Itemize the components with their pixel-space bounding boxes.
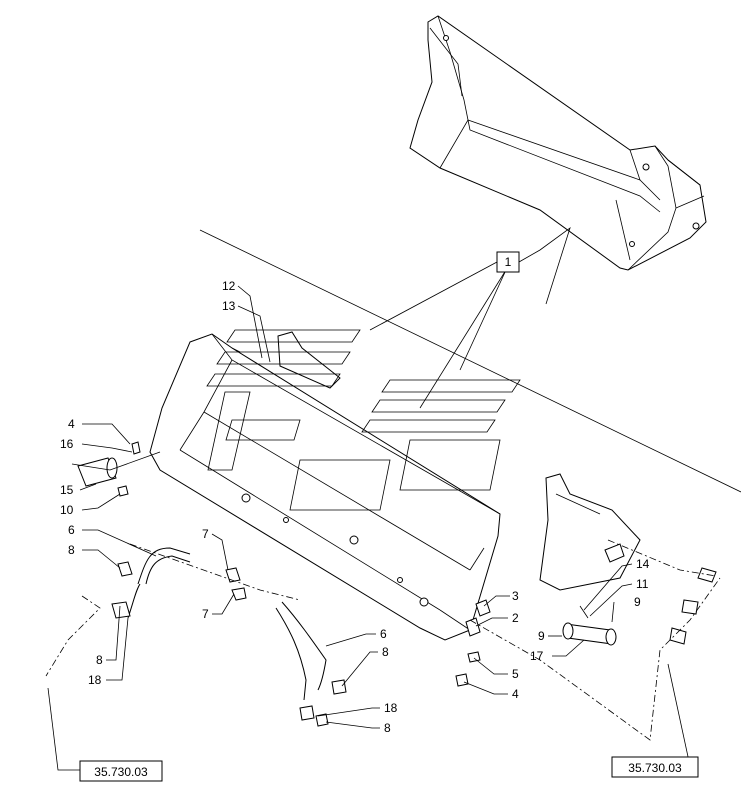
callout-9-right: 9 <box>634 595 641 609</box>
callout-8-bottom: 8 <box>384 721 391 735</box>
callout-6-left: 6 <box>68 523 75 537</box>
callout-8-middle: 8 <box>96 653 103 667</box>
small-parts-right <box>455 567 717 687</box>
upper-bucket-assembly <box>409 15 707 271</box>
main-bucket <box>149 331 641 641</box>
callout-8-left: 8 <box>68 543 75 557</box>
bushing-15 <box>77 457 117 487</box>
callout-10: 10 <box>60 503 74 517</box>
callout-15: 15 <box>60 483 74 497</box>
callout-8-right: 8 <box>382 645 389 659</box>
callout-13: 13 <box>222 299 236 313</box>
callout-11: 11 <box>636 577 649 591</box>
callout-7-bottom: 7 <box>202 607 209 621</box>
callout-18-right: 18 <box>384 701 398 715</box>
washer-5 <box>467 651 481 663</box>
callout-18-left: 18 <box>88 673 102 687</box>
hose-18-left <box>127 583 141 619</box>
bolt-2 <box>465 617 481 637</box>
callout-7-top: 7 <box>202 527 209 541</box>
callout-14: 14 <box>636 557 650 571</box>
callout-box-1 <box>496 251 520 273</box>
callout-5: 5 <box>512 667 519 681</box>
callout-4-bottom: 4 <box>512 687 519 701</box>
watermark-logo <box>206 329 521 511</box>
callout-labels: 1 12 13 4 16 15 10 6 8 7 7 8 18 6 8 18 8… <box>60 251 650 735</box>
callout-2: 2 <box>512 611 519 625</box>
callout-1: 1 <box>505 255 512 269</box>
hose-6-left <box>137 547 191 585</box>
grease-fitting-10 <box>117 485 129 497</box>
callout-12: 12 <box>222 279 236 293</box>
grease-nipple-4 <box>131 441 141 455</box>
callout-6-right: 6 <box>380 627 387 641</box>
small-parts-left <box>77 441 347 727</box>
reference-right: 35.730.03 <box>628 761 682 775</box>
separator-line <box>199 229 741 493</box>
callout-16: 16 <box>60 437 74 451</box>
phantom-lines <box>45 539 721 741</box>
reference-box-right <box>611 756 699 778</box>
reference-boxes: 35.730.03 35.730.03 <box>79 756 699 782</box>
reference-box-left <box>79 760 163 782</box>
reference-left: 35.730.03 <box>94 765 148 779</box>
callout-3: 3 <box>512 589 519 603</box>
callout-17: 17 <box>530 649 544 663</box>
callout-4-top: 4 <box>68 417 75 431</box>
callout-9-left: 9 <box>538 629 545 643</box>
nut-4 <box>455 673 469 687</box>
hose-6-right <box>275 601 327 701</box>
